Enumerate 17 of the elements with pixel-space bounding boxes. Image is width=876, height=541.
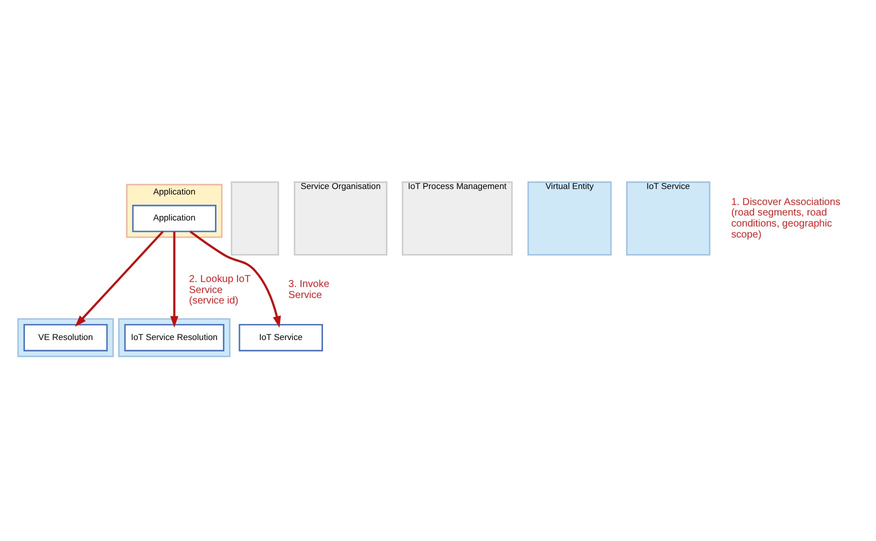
cluster: [118, 318, 230, 358]
node-box: IoT Process Management: [402, 181, 513, 256]
edge-label: 2. Lookup IoT Service (service id): [189, 274, 251, 307]
node-box: Application: [132, 204, 216, 232]
node-box: [230, 181, 280, 256]
cluster: [17, 318, 114, 358]
label: 1. Discover Associations (road segments, road conditions, geographic scope): [731, 196, 840, 240]
node-box: IoT Service Resolution: [124, 324, 224, 352]
arrow: [190, 230, 281, 328]
node-box: Virtual Entity: [527, 181, 612, 256]
edge-label: 3. Invoke Service: [288, 279, 330, 301]
node-box: VE Resolution: [23, 324, 108, 352]
arrow: [170, 232, 178, 328]
node-box: Service Organisation: [294, 181, 388, 256]
arrow: [74, 230, 164, 327]
node-box: IoT Service: [238, 324, 323, 352]
node-box: IoT Service: [626, 181, 710, 256]
